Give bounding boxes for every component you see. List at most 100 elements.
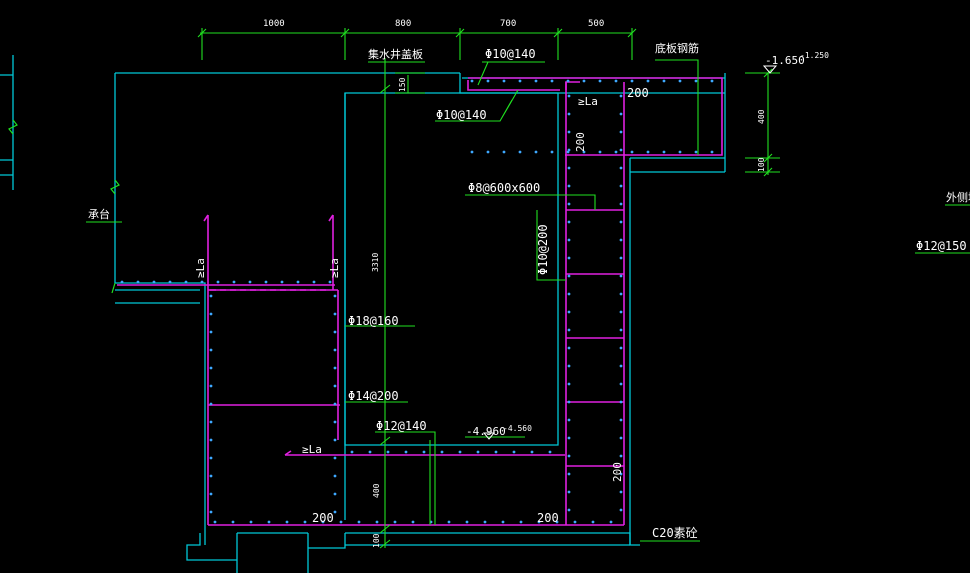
rebar-dot — [333, 366, 337, 370]
rebar-dot — [619, 418, 623, 422]
rebar-dot — [519, 520, 523, 524]
rebar-dot — [209, 312, 213, 316]
cover-200-right-wall: 200 — [574, 132, 587, 152]
callout-slab-hook: Φ10@140 — [436, 108, 487, 122]
rebar-dot — [567, 454, 571, 458]
rebar-dot — [567, 202, 571, 206]
rebar-dot — [567, 346, 571, 350]
rebar-dot — [231, 520, 235, 524]
callout-wall: Φ10@200 — [536, 224, 550, 275]
rebar-dot — [619, 436, 623, 440]
rebar-dot — [530, 450, 534, 454]
rebar-dot — [598, 79, 602, 83]
rebar-dot — [619, 148, 623, 152]
dim-right-100: 100 — [757, 157, 766, 172]
rebar-dot — [567, 508, 571, 512]
rebar-dot — [386, 450, 390, 454]
rebar-dot — [249, 520, 253, 524]
rebar-dot — [567, 238, 571, 242]
rebar-dot — [483, 520, 487, 524]
break-marks — [8, 119, 120, 294]
rebar-dot — [598, 150, 602, 154]
rebar-dot — [619, 112, 623, 116]
label-concrete: C20素砼 — [652, 526, 698, 540]
rebar-dot — [567, 364, 571, 368]
rebar-dot — [619, 382, 623, 386]
elevation-top-small: -1.250 — [800, 51, 829, 60]
rebar-dot — [152, 280, 156, 284]
rebar-dot — [567, 166, 571, 170]
rebar-dot — [619, 292, 623, 296]
rebar-dot — [209, 402, 213, 406]
rebar-dot — [619, 94, 623, 98]
anchorage-slab: ≥La — [578, 95, 598, 108]
rebar-dot — [678, 79, 682, 83]
rebar-dot — [502, 79, 506, 83]
rebar-dot — [619, 346, 623, 350]
rebar-dot — [619, 256, 623, 260]
rebar-dot — [248, 280, 252, 284]
rebar-lines — [117, 77, 723, 526]
dim-right-400: 400 — [757, 109, 766, 124]
rebar-dot — [470, 150, 474, 154]
rebar-dot — [646, 79, 650, 83]
anchorage-left-1: ≥La — [194, 258, 207, 278]
rebar-dot — [619, 310, 623, 314]
rebar-dot — [537, 520, 541, 524]
callout-main-18: Φ18@160 — [348, 314, 399, 328]
rebar-dot — [209, 348, 213, 352]
cover-200-right-low: 200 — [611, 462, 624, 482]
rebar-dot — [321, 520, 325, 524]
rebar-dot — [619, 472, 623, 476]
rebar-dot — [567, 436, 571, 440]
rebar-dot — [512, 450, 516, 454]
dimension-lines — [86, 28, 970, 549]
rebar-dot — [368, 450, 372, 454]
rebar-dot — [567, 472, 571, 476]
rebar-dot — [619, 400, 623, 404]
rebar-dot — [619, 166, 623, 170]
rebar-dot — [303, 520, 307, 524]
dim-top-800: 800 — [395, 19, 411, 29]
rebar-dot — [694, 150, 698, 154]
rebar-dot — [555, 520, 559, 524]
rebar-dot — [232, 280, 236, 284]
rebar-dot — [280, 280, 284, 284]
rebar-dot — [619, 274, 623, 278]
rebar-dot — [619, 202, 623, 206]
rebar-dot — [710, 150, 714, 154]
dim-pit-3310: 3310 — [371, 253, 380, 272]
rebar-dot — [630, 79, 634, 83]
rebar-dot — [168, 280, 172, 284]
elevation-bottom-small: -4.560 — [503, 424, 532, 433]
rebar-dot — [550, 79, 554, 83]
rebar-dot — [136, 280, 140, 284]
dim-top-1000: 1000 — [263, 19, 285, 29]
rebar-dot — [333, 474, 337, 478]
rebar-dot — [614, 150, 618, 154]
rebar-dot — [264, 280, 268, 284]
rebar-dot — [333, 384, 337, 388]
rebar-dot — [476, 450, 480, 454]
dim-bottom-100: 100 — [372, 533, 381, 548]
rebar-dot — [573, 520, 577, 524]
rebar-dot — [411, 520, 415, 524]
rebar-dot — [200, 280, 204, 284]
rebar-dot — [458, 450, 462, 454]
rebar-dot — [678, 150, 682, 154]
rebar-dot — [422, 450, 426, 454]
rebar-dot — [213, 520, 217, 524]
rebar-dot — [333, 312, 337, 316]
rebar-dot — [614, 79, 618, 83]
rebar-dot — [209, 294, 213, 298]
rebar-dot — [328, 280, 332, 284]
callout-ties: Φ8@600x600 — [468, 181, 540, 195]
dim-base-400: 400 — [372, 483, 381, 498]
rebar-dot — [375, 520, 379, 524]
rebar-dot — [567, 310, 571, 314]
rebar-dot — [494, 450, 498, 454]
anchorage-base: ≥La — [302, 443, 322, 456]
rebar-dot — [567, 292, 571, 296]
rebar-dot — [209, 330, 213, 334]
